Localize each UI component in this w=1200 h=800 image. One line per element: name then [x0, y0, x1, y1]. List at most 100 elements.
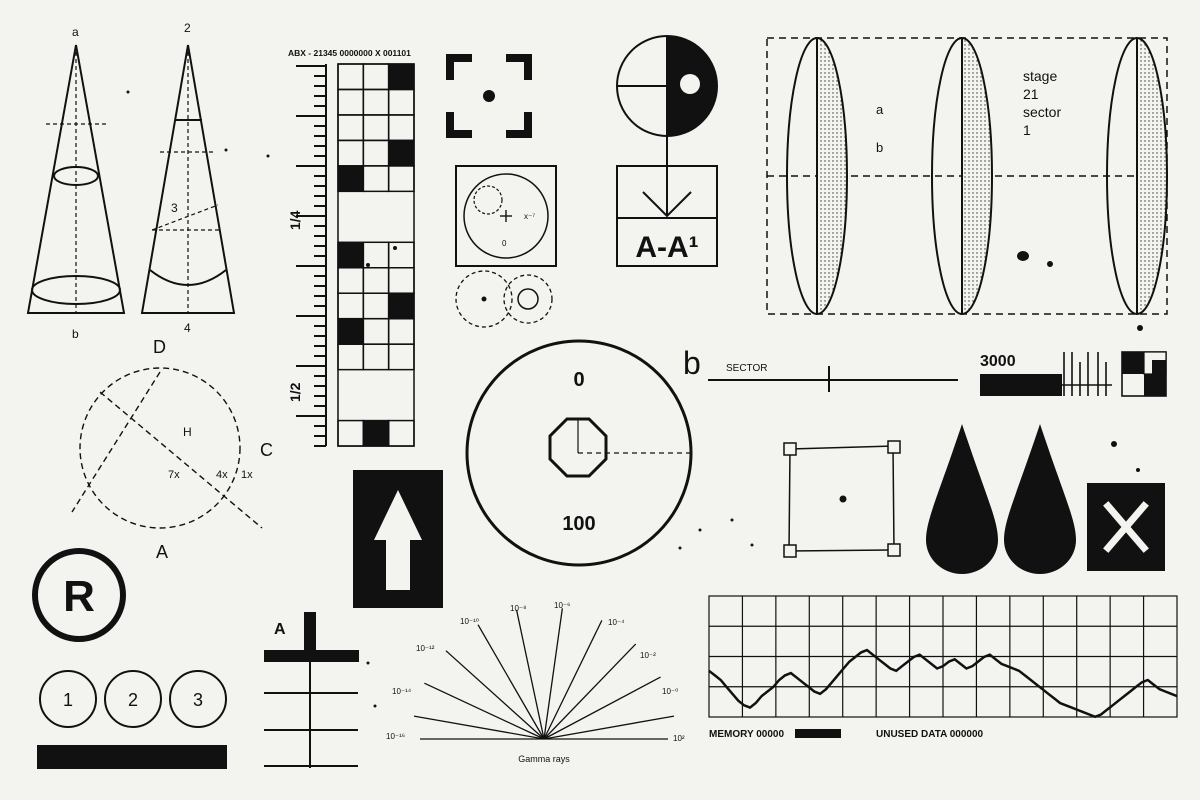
spectrum-ray: [515, 609, 545, 740]
grid-cell: [337, 139, 365, 167]
counter-value: 3000: [980, 353, 1016, 370]
selection-center-dot: [839, 495, 847, 503]
spectrum-ray: [424, 682, 545, 740]
grid-cell: [363, 395, 388, 420]
spectrum-ray: [477, 624, 545, 740]
spectrum-label-l2: 10⁻¹²: [416, 644, 435, 653]
spectrum-ray: [413, 715, 545, 740]
spectrum-label-r3: 10⁻⁰: [662, 687, 678, 696]
grid-cell: [387, 292, 415, 320]
circle-mark-3: 1x: [241, 469, 253, 481]
circle-two: [104, 670, 162, 728]
circle-one: [39, 670, 97, 728]
dashed-circle-dot: [481, 296, 487, 302]
circle-label-center: H: [183, 425, 192, 439]
grid-cell: [387, 317, 415, 345]
circle-three-label: 3: [193, 690, 203, 710]
grid-cell: [337, 63, 365, 91]
grid-cell: [389, 370, 414, 395]
grid-cell: [362, 419, 390, 447]
ruler-ticks: [296, 65, 326, 447]
grid-cell: [337, 343, 365, 371]
grid-cell: [389, 191, 414, 216]
spectrum-label-r4: 10²: [673, 734, 685, 743]
grid-cell: [387, 419, 415, 447]
grid-cell: [387, 139, 415, 167]
sector-scale-label: SECTOR: [726, 363, 768, 374]
circle-mark-2: 4x: [216, 469, 228, 481]
circle-one-label: 1: [63, 690, 73, 710]
grid-cell: [337, 267, 365, 294]
dial-octagon: [548, 417, 608, 478]
half-circle-symbol: [616, 35, 718, 137]
speckle-decoration: [126, 90, 1143, 708]
circle-label-top: D: [153, 337, 166, 357]
grid-cell: [337, 114, 365, 142]
spectrum-label-l3: 10⁻¹⁰: [460, 617, 479, 626]
spectrum-label-r2: 10⁻²: [640, 651, 656, 660]
spectrum-label-l0: 10⁻¹⁶: [386, 732, 405, 741]
up-arrow-icon: [374, 490, 422, 590]
grid-cell: [362, 292, 390, 320]
grid-cell: [387, 343, 415, 371]
registered-circle: [32, 548, 126, 642]
ruler-label-quarter: 1/4: [287, 210, 303, 230]
drop-right-icon: [1004, 424, 1076, 574]
section-box: [616, 165, 718, 267]
spectrum-ray: [543, 620, 603, 740]
ruler-header: ABX - 21345 0000000 X 001101: [288, 48, 411, 58]
dashed-circle-right: [503, 274, 553, 324]
spectrum-label-r1: 10⁻⁴: [608, 618, 625, 627]
grid-cell: [387, 241, 415, 269]
waveform-line: [708, 648, 1178, 719]
grid-cell: [362, 63, 390, 91]
grid-cell: [362, 267, 390, 294]
cone-right-mid-label: 3: [171, 201, 178, 215]
dial-top-value: 0: [573, 369, 584, 391]
small-circle-box: [455, 165, 557, 267]
box-inner-circle: [463, 173, 549, 259]
counter-bar: [980, 374, 1062, 396]
grid-cell: [338, 217, 363, 242]
grid-cell: [337, 88, 365, 116]
section-arrow-head: [642, 191, 692, 218]
grid-cell: [338, 191, 363, 216]
grid-cell: [389, 395, 414, 420]
grid-cell: [387, 88, 415, 116]
grid-cell: [363, 191, 388, 216]
t-symbol-label: A: [274, 621, 286, 638]
cone-left: [26, 44, 126, 314]
grid-cell: [387, 165, 415, 193]
black-bar: [37, 745, 227, 769]
box-dashed-circle: [473, 185, 503, 215]
spectrum-ray: [543, 715, 675, 740]
spectrum-label-r0: 10⁻⁶: [554, 601, 570, 610]
grid-cell: [337, 292, 365, 320]
inner-ring: [517, 288, 539, 310]
spectrum-label-l4: 10⁻⁸: [510, 604, 527, 613]
dial-bottom-value: 100: [562, 513, 595, 535]
spectrum-ray: [543, 608, 564, 740]
cone-left-top-label: a: [72, 25, 79, 39]
ellipse-group: [786, 37, 1168, 315]
cone-left-bottom-label: b: [72, 327, 79, 341]
grid-cell: [337, 419, 365, 447]
unused-data-label: UNUSED DATA 000000: [876, 729, 984, 740]
dial-ring: [465, 339, 693, 567]
grid-cell: [337, 241, 365, 269]
t-symbol: [264, 612, 359, 768]
spectrum-label-l1: 10⁻¹⁴: [392, 687, 412, 696]
spectrum-ray: [543, 676, 661, 740]
box-mark: x⁻⁷: [524, 212, 535, 221]
grid-cell: [362, 114, 390, 142]
circle-mark-1: 7x: [168, 469, 180, 481]
drop-left-icon: [926, 424, 998, 574]
section-label: A-A¹: [635, 231, 698, 264]
sector-label: sector: [1023, 104, 1061, 120]
box-zero: 0: [502, 239, 507, 248]
ellipse-label-b: b: [876, 140, 883, 155]
close-icon: [1103, 501, 1149, 553]
circle-two-label: 2: [128, 690, 138, 710]
stage-number: 21: [1023, 86, 1039, 102]
